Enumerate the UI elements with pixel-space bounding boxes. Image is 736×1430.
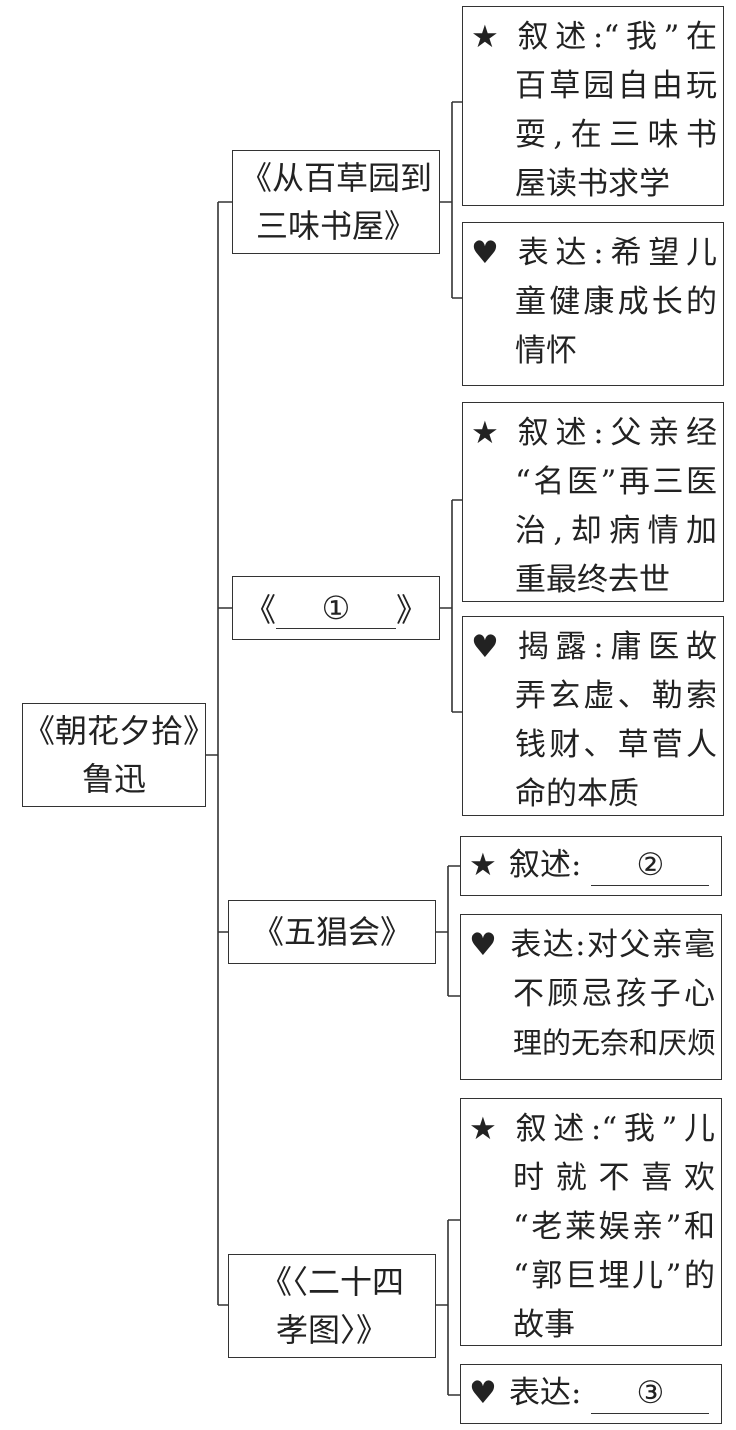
chapter-title-line: 《〈二十四: [259, 1263, 404, 1301]
chapter-title-line: 《从百草园到: [239, 159, 432, 197]
heart-icon: ♥: [471, 235, 499, 271]
express-box-4: ♥ 表达: ③: [460, 1364, 722, 1424]
narrate-box-2: ★ 叙述:父亲经 “名医”再三医 治,却病情加 重最终去世: [462, 402, 724, 602]
express-line: 童健康成长的: [515, 284, 717, 320]
express-line: 命的本质: [515, 776, 639, 812]
express-line: 表达:对父亲毫: [509, 927, 715, 963]
express-box-2: ♥ 揭露:庸医故 弄玄虚、勒索 钱财、草菅人 命的本质: [462, 616, 724, 816]
narrate-line: 耍,在三味书: [515, 117, 717, 153]
express-line: 情怀: [515, 333, 577, 369]
chapter-node-4: 《〈二十四 孝图〉》: [228, 1254, 436, 1358]
narrate-box-4: ★ 叙述:“我”儿 时就不喜欢 “老莱娱亲”和 “郭巨埋儿”的 故事: [460, 1098, 722, 1346]
express-line: 揭露:庸医故: [511, 629, 717, 665]
narrate-line: 叙述:“我”儿: [509, 1111, 715, 1147]
narrate-box-1: ★ 叙述:“我”在 百草园自由玩 耍,在三味书 屋读书求学: [462, 6, 724, 206]
book-author: 鲁迅: [81, 760, 146, 798]
chapter-close-bracket: 》: [396, 591, 429, 629]
narrate-line: “名医”再三医: [515, 464, 717, 500]
chapter-open-bracket: 《: [243, 591, 276, 629]
narrate-line: 重最终去世: [515, 562, 670, 598]
narrate-line: 故事: [513, 1307, 575, 1343]
star-icon: ★: [471, 415, 499, 451]
narrate-box-3: ★ 叙述: ②: [460, 836, 722, 896]
book-title: 《朝花夕拾》: [23, 712, 216, 750]
narrate-line: 叙述:父亲经: [511, 415, 717, 451]
express-line: 弄玄虚、勒索: [515, 678, 717, 714]
express-line: 钱财、草菅人: [515, 727, 717, 763]
narrate-line: 百草园自由玩: [515, 68, 717, 104]
star-icon: ★: [471, 19, 499, 55]
narrate-line: “郭巨埋儿”的: [513, 1258, 715, 1294]
express-prefix: 表达:: [509, 1375, 582, 1411]
chapter-node-2: 《 ① 》: [232, 576, 440, 640]
chapter-title-line: 三味书屋》: [255, 207, 416, 245]
narrate-line: 治,却病情加: [515, 513, 717, 549]
express-line: 表达:希望儿: [511, 235, 717, 271]
chapter-node-3: 《五猖会》: [228, 900, 436, 964]
narrate-prefix: 叙述:: [509, 847, 582, 883]
heart-icon: ♥: [469, 927, 497, 963]
answer-blank-1[interactable]: ①: [276, 588, 396, 629]
heart-icon: ♥: [471, 629, 499, 665]
express-line: 不顾忌孩子心: [513, 976, 715, 1012]
chapter-node-1: 《从百草园到 三味书屋》: [232, 150, 440, 254]
answer-blank-3[interactable]: ③: [591, 1373, 710, 1414]
heart-icon: ♥: [469, 1375, 497, 1411]
narrate-line: 时就不喜欢: [513, 1160, 715, 1196]
express-box-1: ♥ 表达:希望儿 童健康成长的 情怀: [462, 222, 724, 386]
root-node: 《朝花夕拾》 鲁迅: [22, 703, 216, 807]
express-line: 理的无奈和厌烦: [513, 1026, 717, 1060]
narrate-line: 屋读书求学: [515, 166, 670, 202]
chapter-title-line: 《五猖会》: [251, 913, 412, 951]
star-icon: ★: [469, 1111, 497, 1147]
answer-blank-2[interactable]: ②: [591, 845, 710, 886]
narrate-line: 叙述:“我”在: [511, 19, 717, 55]
express-box-3: ♥ 表达:对父亲毫 不顾忌孩子心 理的无奈和厌烦: [460, 914, 722, 1080]
narrate-line: “老莱娱亲”和: [513, 1209, 715, 1245]
chapter-title-line: 孝图〉》: [275, 1311, 388, 1349]
star-icon: ★: [469, 847, 497, 883]
